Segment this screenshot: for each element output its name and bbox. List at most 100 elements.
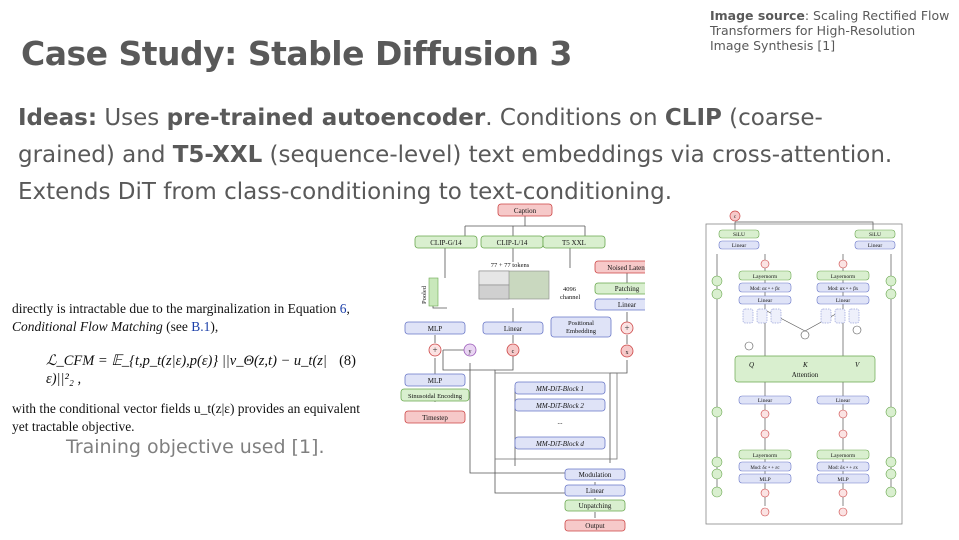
param-node xyxy=(885,456,897,468)
linear-label-out: Linear xyxy=(586,487,605,495)
ideas-text: (sequence-level) text embeddings via cro… xyxy=(18,142,893,205)
op-node xyxy=(838,409,848,419)
plus-symbol: + xyxy=(432,345,437,355)
mmdit-block-diagram: c SiLU Linear SiLU Linear Layernorm Mod:… xyxy=(705,210,903,525)
c-input-node xyxy=(729,210,741,222)
patching-label: Patching xyxy=(615,285,640,293)
timestep-box xyxy=(404,410,466,424)
unpatching-label: Unpatching xyxy=(579,502,612,510)
x-node-label: x xyxy=(626,350,629,356)
silu-box-left xyxy=(718,229,760,239)
mmdit-block-1 xyxy=(514,381,606,395)
paper-text: ), xyxy=(210,319,219,334)
add-node-latent xyxy=(620,321,634,335)
caption-box xyxy=(497,203,553,217)
silu-label-left: SiLU xyxy=(733,232,745,238)
paper-paragraph-1: directly is intractable due to the margi… xyxy=(12,300,364,336)
qkv-tile xyxy=(820,308,832,324)
block-outline xyxy=(705,223,903,525)
mlp-box-pooled xyxy=(404,321,466,335)
mmdit-block-2-label: MM-DiT-Block 2 xyxy=(535,402,584,410)
mod-label-c2: Mod: δc • + εc xyxy=(750,466,780,471)
layernorm-label-c2: Layernorm xyxy=(753,453,778,459)
source-text: : Scaling Rectified Flow Transformers fo… xyxy=(710,8,950,53)
concat-node xyxy=(852,325,862,335)
mlp-label-x: MLP xyxy=(837,477,848,483)
mlp-box-c xyxy=(738,473,792,484)
mmdit-block-2 xyxy=(514,398,606,412)
mlp-box-x xyxy=(816,473,870,484)
mmdit-block-d-label: MM-DiT-Block d xyxy=(535,440,584,448)
layernorm-box-x1 xyxy=(816,270,870,281)
channel-label-2: channel xyxy=(560,294,580,301)
layernorm-box-c1 xyxy=(738,270,792,281)
param-node xyxy=(711,468,723,480)
equation-number: (8) xyxy=(339,353,356,369)
op-node xyxy=(838,429,848,439)
sd3-architecture-diagram: Caption CLIP-G/14 CLIP-L/14 T5 XXL 77 + … xyxy=(400,203,645,532)
add-node-time xyxy=(428,343,442,357)
mlp-label-pooled: MLP xyxy=(428,325,443,333)
paper-text: , xyxy=(346,301,350,316)
mmdit-block-1-label: MM-DiT-Block 1 xyxy=(535,385,584,393)
paper-emphasis: Conditional Flow Matching xyxy=(12,319,163,334)
linear-box-top-left xyxy=(718,240,760,250)
mod-label-c1: Mod: αc • + βc xyxy=(750,287,781,292)
op-node xyxy=(838,507,848,517)
pooled-box xyxy=(428,277,439,307)
mmdit-ellipsis: ... xyxy=(557,418,563,426)
mod-box-x1 xyxy=(816,282,870,293)
c-node-label: c xyxy=(512,349,515,355)
param-node xyxy=(711,486,723,498)
param-node xyxy=(885,406,897,418)
attention-label: Attention xyxy=(792,371,819,379)
output-box xyxy=(564,519,626,532)
concat-node xyxy=(744,341,754,351)
linear-box-out xyxy=(564,484,626,497)
image-source-note: Image source: Scaling Rectified Flow Tra… xyxy=(710,8,950,53)
clip-g-label: CLIP-G/14 xyxy=(430,239,462,247)
embedding-grid-upper xyxy=(478,270,510,286)
attention-k: K xyxy=(802,361,808,369)
op-node xyxy=(760,429,770,439)
clip-g-box xyxy=(414,235,478,249)
ideas-text: (coarse-grained) and xyxy=(18,105,823,168)
linear-label-top-right: Linear xyxy=(868,243,883,249)
linear-label-x2: Linear xyxy=(836,398,851,404)
positional-embedding-label-2: Embedding xyxy=(566,328,597,335)
attention-q: Q xyxy=(749,361,754,369)
qkv-tile xyxy=(848,308,860,324)
ideas-label: Ideas: xyxy=(18,105,98,131)
operation-nodes xyxy=(760,259,848,517)
channel-label: 4096 xyxy=(563,286,577,293)
equation-reference: 6 xyxy=(339,301,347,316)
pooled-label: Pooled xyxy=(421,285,428,304)
param-node xyxy=(711,288,723,300)
slide-title: Case Study: Stable Diffusion 3 xyxy=(21,34,572,73)
ideas-bold: T5-XXL xyxy=(172,142,263,168)
param-node xyxy=(885,468,897,480)
layernorm-box-x2 xyxy=(816,449,870,460)
positional-embedding-box xyxy=(550,316,612,338)
y-node-label: y xyxy=(469,349,472,355)
op-node xyxy=(760,259,770,269)
unpatching-box xyxy=(564,499,626,512)
ideas-text: . Conditions on xyxy=(485,105,665,131)
x-node xyxy=(620,344,634,358)
mod-label-x2: Mod: δx • + εx xyxy=(828,466,858,471)
qkv-tile xyxy=(770,308,782,324)
linear-box-c2 xyxy=(738,395,792,405)
mlp-label-c: MLP xyxy=(759,477,770,483)
y-node xyxy=(463,343,477,357)
mod-box-c2 xyxy=(738,461,792,472)
modulation-box xyxy=(564,468,626,481)
paper-text: (see xyxy=(162,319,192,334)
caption-label: Caption xyxy=(514,207,537,215)
layernorm-label-c1: Layernorm xyxy=(753,274,778,280)
sinusoidal-label: Sinusoidal Encoding xyxy=(408,393,463,400)
paper-text: directly is intractable due to the margi… xyxy=(12,301,340,316)
source-label: Image source xyxy=(710,8,805,23)
attention-box xyxy=(734,355,876,383)
positional-embedding-label-1: Positional xyxy=(568,320,594,327)
op-node xyxy=(760,507,770,517)
